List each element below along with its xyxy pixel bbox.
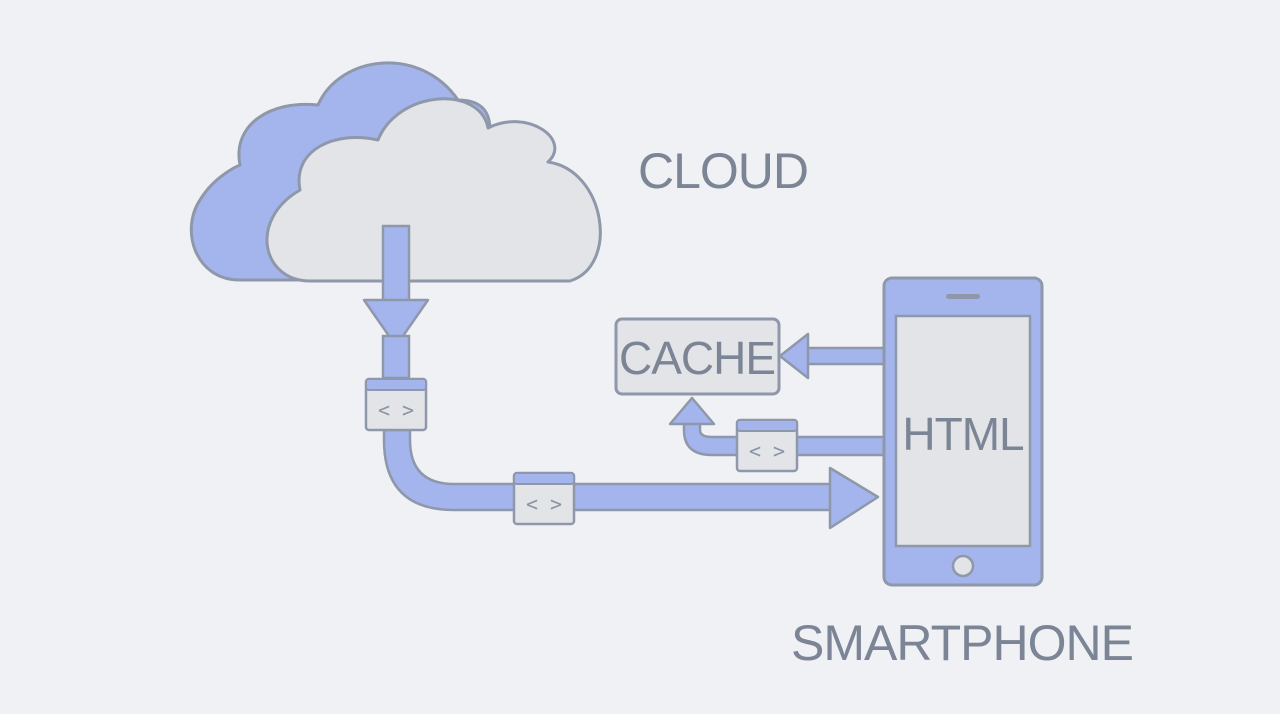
left-arrow-head bbox=[778, 332, 810, 380]
phone-to-cache-arrow bbox=[778, 332, 888, 380]
smartphone-screen bbox=[894, 314, 1032, 548]
down-arrow-head bbox=[362, 298, 430, 348]
cloud-to-phone-arrow bbox=[362, 224, 880, 530]
cloud-front-shape bbox=[265, 97, 602, 283]
code-token-icon: < > bbox=[735, 418, 799, 473]
smartphone-speaker bbox=[946, 294, 980, 299]
code-token-glyph: < > bbox=[749, 439, 785, 463]
right-arrow-head bbox=[828, 466, 880, 530]
code-token-icon: < > bbox=[512, 471, 576, 526]
code-token-glyph: < > bbox=[378, 398, 414, 422]
smartphone-home-button bbox=[951, 554, 975, 578]
cloud-label: CLOUD bbox=[638, 143, 808, 199]
cloud-icon bbox=[189, 61, 602, 283]
up-arrow-head bbox=[668, 396, 716, 426]
smartphone-icon: HTML bbox=[882, 276, 1044, 587]
code-token-glyph: < > bbox=[526, 492, 562, 516]
html-label: HTML bbox=[902, 408, 1024, 460]
code-token-icon: < > bbox=[364, 377, 428, 432]
curved-pipe bbox=[382, 428, 840, 512]
smartphone-label: SMARTPHONE bbox=[791, 615, 1133, 671]
cache-label: CACHE bbox=[619, 332, 775, 384]
cache-box: CACHE bbox=[614, 317, 781, 396]
